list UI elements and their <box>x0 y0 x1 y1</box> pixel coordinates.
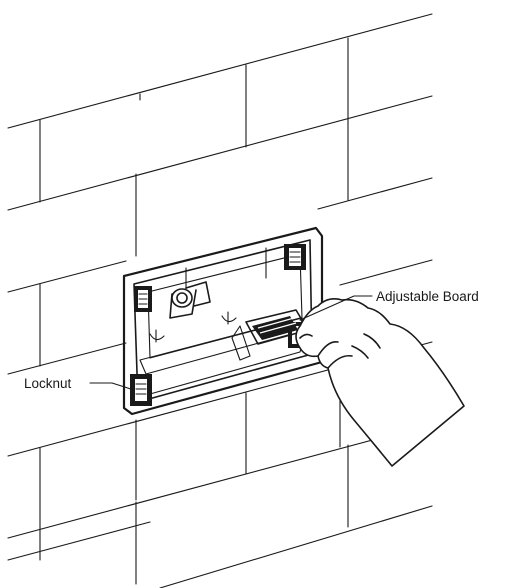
callout-adjustable-board-label: Adjustable Board <box>376 289 479 304</box>
locknut-bottom-left <box>130 374 152 406</box>
hand-illustration <box>295 298 465 467</box>
tile-wall <box>7 13 433 588</box>
locknut-top-right <box>284 244 306 270</box>
locknut-top-left <box>134 286 152 312</box>
callout-locknut-label: Locknut <box>24 376 72 391</box>
callout-locknut: Locknut <box>24 376 135 391</box>
coupling-fitting <box>169 281 211 319</box>
callout-adjustable-board: Adjustable Board <box>299 289 479 321</box>
